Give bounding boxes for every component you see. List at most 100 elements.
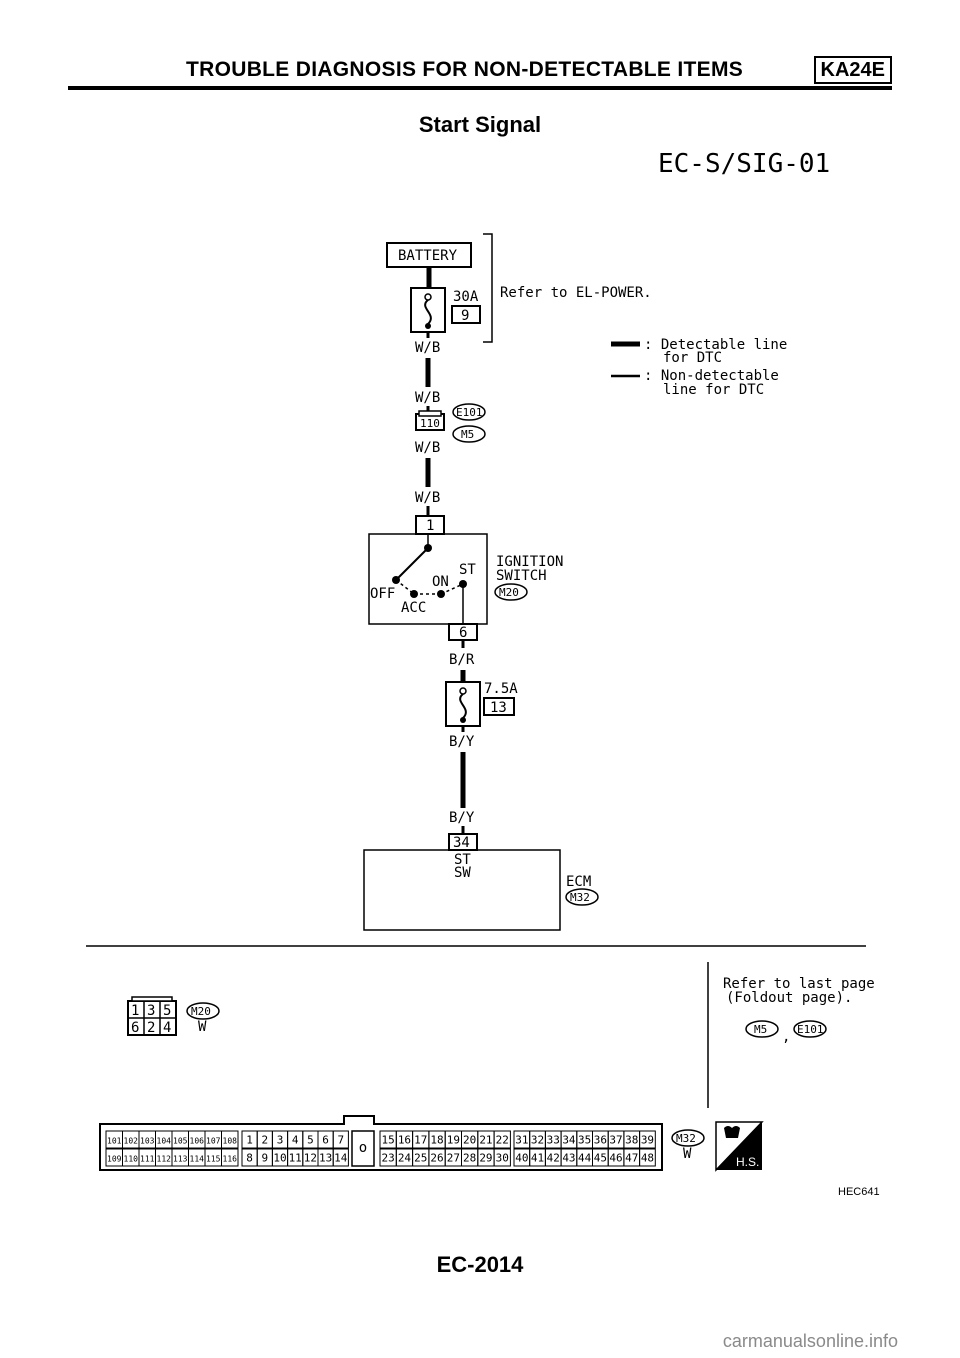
ecm-pin-label: 9 — [261, 1152, 268, 1165]
ecm-connector-face — [99, 1115, 663, 1171]
ecm-pin-label: 4 — [292, 1134, 299, 1147]
ecm-pin-label: 15 — [382, 1134, 395, 1147]
ecm-pin-label: 102 — [124, 1137, 139, 1146]
ignition-connector — [494, 583, 528, 601]
ecm-pin-label: 105 — [173, 1137, 188, 1146]
ecm-connector-label: M32 — [570, 891, 590, 904]
refer-connector-e101 — [793, 1020, 827, 1038]
m32-color: W — [683, 1146, 692, 1162]
ecm-pin-label: 46 — [609, 1152, 622, 1165]
ecm-pin-label: 21 — [479, 1134, 492, 1147]
wire-label-wb-2: W/B — [415, 390, 440, 406]
ecm-pin-label: 116 — [223, 1155, 238, 1164]
m20-color: W — [198, 1019, 207, 1035]
ecm-pin-label: 16 — [398, 1134, 411, 1147]
refer-connector-m5-label: M5 — [754, 1023, 767, 1036]
ecm-pin-label: 37 — [609, 1134, 622, 1147]
fuse-30a-terminal — [424, 293, 432, 301]
ecm-pin-label: 2 — [261, 1134, 268, 1147]
m20-pin-2: 2 — [147, 1020, 155, 1036]
fuse-7.5a-terminal — [459, 687, 467, 695]
hs-symbol — [716, 1122, 762, 1170]
ignition-pin-in: 1 — [426, 518, 434, 534]
ecm-pin-label: 113 — [173, 1155, 188, 1164]
legend-nondetectable-1: : Non-detectable — [644, 368, 779, 384]
refer-el-power: Refer to EL-POWER. — [500, 285, 652, 301]
ecm-pin-label: 10 — [273, 1152, 286, 1165]
m20-connector-label: M20 — [191, 1005, 211, 1018]
ecm-pin-label: 44 — [578, 1152, 592, 1165]
ecm-pin-label: 48 — [641, 1152, 654, 1165]
ecm-pin-label: 111 — [140, 1155, 155, 1164]
diagram-code: EC-S/SIG-01 — [658, 149, 830, 179]
ignition-linkage-3 — [440, 583, 464, 595]
ecm-cell — [639, 1130, 656, 1149]
ecm-cell — [221, 1130, 239, 1149]
ecm-cell — [332, 1130, 349, 1149]
ecm-pin-label: 103 — [140, 1137, 155, 1146]
ecm-pin-label: 25 — [414, 1152, 427, 1165]
ecm-pin-label: 19 — [447, 1134, 460, 1147]
ecm-pin: 34 — [453, 835, 470, 851]
m20-pin-5: 5 — [163, 1003, 171, 1019]
page-title: Start Signal — [418, 112, 542, 137]
joint-connector-e101-label: E101 — [456, 406, 483, 419]
ecm-pin-label: 110 — [124, 1155, 139, 1164]
ecm-pin-label: 1 — [246, 1134, 253, 1147]
fuse-7.5a-node — [460, 717, 466, 723]
ecm-pin-label: 7 — [337, 1134, 344, 1147]
ecm-name: ECM — [566, 874, 591, 890]
legend-detectable-2: for DTC — [663, 350, 722, 366]
joint-connector-m5 — [452, 425, 486, 443]
ecm-pin-label: 107 — [206, 1137, 221, 1146]
ecm-pin-label: 115 — [206, 1155, 221, 1164]
page-header: TROUBLE DIAGNOSIS FOR NON-DETECTABLE ITE… — [68, 56, 892, 90]
ecm-pin-label: 31 — [515, 1134, 528, 1147]
fuse-30a-num-box — [451, 305, 481, 324]
m32-connector-tag — [671, 1129, 705, 1147]
wire-label-by-1: B/Y — [449, 734, 475, 750]
ecm-pin-label: 112 — [157, 1155, 172, 1164]
power-bracket — [483, 233, 493, 343]
ignition-switch-arm — [395, 547, 429, 581]
ecm-pin-label: 6 — [322, 1134, 329, 1147]
ecm-pin-label: 18 — [430, 1134, 443, 1147]
legend-nondetectable-2: line for DTC — [663, 382, 764, 398]
refer-last-page-1: Refer to last page — [723, 976, 875, 992]
refer-last-page-2: (Foldout page). — [726, 990, 852, 1006]
ecm-pin-label: 17 — [414, 1134, 427, 1147]
ecm-cell — [493, 1130, 511, 1149]
ecm-pin-label: 5 — [307, 1134, 314, 1147]
ecm-pin-label: 41 — [531, 1152, 544, 1165]
ecm-pin-label: 42 — [547, 1152, 560, 1165]
ecm-mid-key — [351, 1130, 375, 1167]
ecm-pin-label: 34 — [562, 1134, 576, 1147]
ecm-pin-label: 11 — [289, 1152, 302, 1165]
fuse-7.5a-num: 13 — [490, 700, 507, 716]
ecm-pin-label: 3 — [277, 1134, 284, 1147]
m20-tab — [131, 996, 173, 1002]
ignition-acc: ACC — [401, 600, 426, 616]
ignition-name-2: SWITCH — [496, 568, 547, 584]
header-title: TROUBLE DIAGNOSIS FOR NON-DETECTABLE ITE… — [186, 58, 744, 81]
ecm-pin-label: 12 — [304, 1152, 317, 1165]
ignition-st: ST — [459, 562, 476, 578]
wire-label-br: B/R — [449, 652, 475, 668]
ecm-terminal-1: ST — [454, 852, 471, 868]
ecm-pin-label: 101 — [107, 1137, 122, 1146]
page-number: EC-2014 — [436, 1252, 524, 1277]
ecm-cell — [493, 1148, 511, 1167]
ignition-off: OFF — [370, 586, 395, 602]
m20-pin-4: 4 — [163, 1020, 171, 1036]
wire-label-wb-3: W/B — [415, 440, 440, 456]
ecm-pin-label: 109 — [107, 1155, 122, 1164]
battery-label: BATTERY — [398, 248, 458, 264]
ecm-pin-label: 24 — [398, 1152, 412, 1165]
fuse-7.5a-num-box — [483, 697, 515, 716]
ecm-pin-label: 27 — [447, 1152, 460, 1165]
joint-connector-e101 — [452, 403, 486, 421]
m32-connector-label: M32 — [676, 1132, 696, 1145]
ecm-pin-label: 22 — [496, 1134, 509, 1147]
ecm-pin-label: 30 — [496, 1152, 509, 1165]
